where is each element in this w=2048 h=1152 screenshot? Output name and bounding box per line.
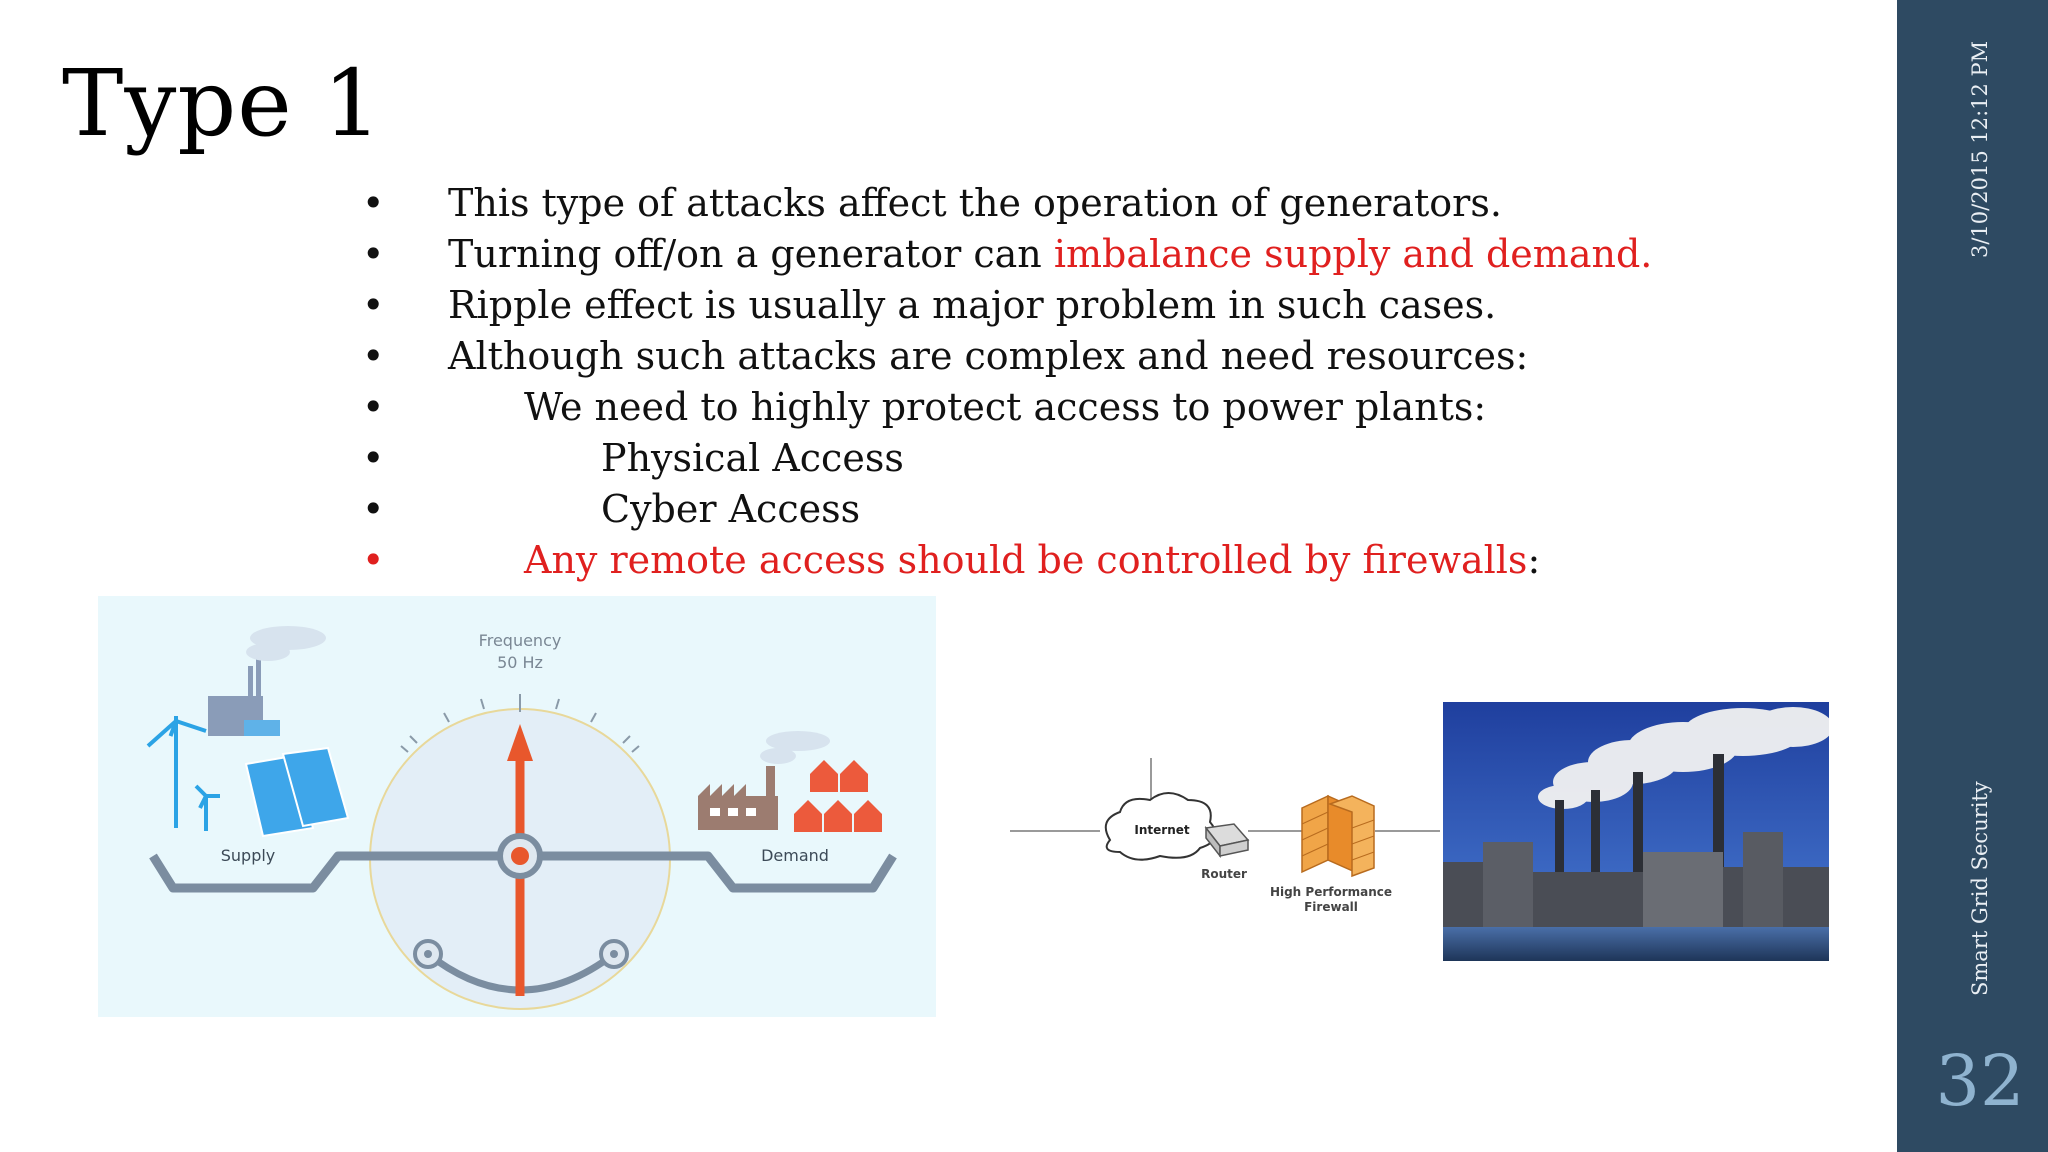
bullet-item: Ripple effect is usually a major problem… xyxy=(362,280,1652,331)
sub-bullet-item: Any remote access should be controlled b… xyxy=(362,535,1652,586)
gauge-value: 50 Hz xyxy=(497,653,543,672)
sidebar-band xyxy=(1897,0,2048,1152)
page-number: 32 xyxy=(1935,1040,2025,1122)
sub-sub-bullet-item: Cyber Access xyxy=(362,484,1652,535)
smoke-plumes xyxy=(1538,707,1833,809)
highlight-text: imbalance supply and demand. xyxy=(1053,232,1653,276)
internet-cloud-icon xyxy=(1104,792,1217,861)
wind-turbine-icon xyxy=(146,716,220,831)
water xyxy=(1443,927,1829,961)
internet-label: Internet xyxy=(1134,823,1189,837)
firewall-icon xyxy=(1301,794,1375,878)
demand-factory-icon xyxy=(698,731,830,830)
gauge-ticks xyxy=(400,694,640,753)
power-plant-photo xyxy=(1443,702,1833,961)
sub-sub-bullet-item: Physical Access xyxy=(362,433,1652,484)
gauge-label: Frequency xyxy=(479,631,562,650)
slide-canvas: Type 1 This type of attacks affect the o… xyxy=(0,0,1897,1152)
router-icon xyxy=(1204,823,1250,859)
network-firewall-diagram: Internet Router High Performance Firewal… xyxy=(1010,700,1440,940)
frequency-balance-diagram: Frequency 50 Hz xyxy=(98,596,936,1017)
slide-footer: Smart Grid Security xyxy=(1968,781,1992,996)
highlight-text: Any remote access should be controlled b… xyxy=(524,538,1528,582)
bullet-item: Turning off/on a generator can imbalance… xyxy=(362,229,1653,280)
sub-bullet-item: We need to highly protect access to powe… xyxy=(362,382,1652,433)
solar-panel-icon xyxy=(244,746,350,838)
slide-date: 3/10/2015 12:12 PM xyxy=(1968,40,1992,258)
supply-label: Supply xyxy=(221,846,276,865)
firewall-label-line1: High Performance xyxy=(1270,885,1392,899)
bullet-list: This type of attacks affect the operatio… xyxy=(362,178,1653,586)
bullet-item: This type of attacks affect the operatio… xyxy=(362,178,1652,229)
slide-title: Type 1 xyxy=(62,50,383,157)
plant-buildings xyxy=(1443,832,1829,932)
firewall-label-line2: Firewall xyxy=(1304,900,1358,914)
bullet-item: Although such attacks are complex and ne… xyxy=(362,331,1652,382)
demand-label: Demand xyxy=(761,846,829,865)
chimneys xyxy=(1555,754,1724,900)
factory-icon xyxy=(208,626,326,736)
houses-icon xyxy=(794,760,882,832)
router-label: Router xyxy=(1201,867,1247,881)
